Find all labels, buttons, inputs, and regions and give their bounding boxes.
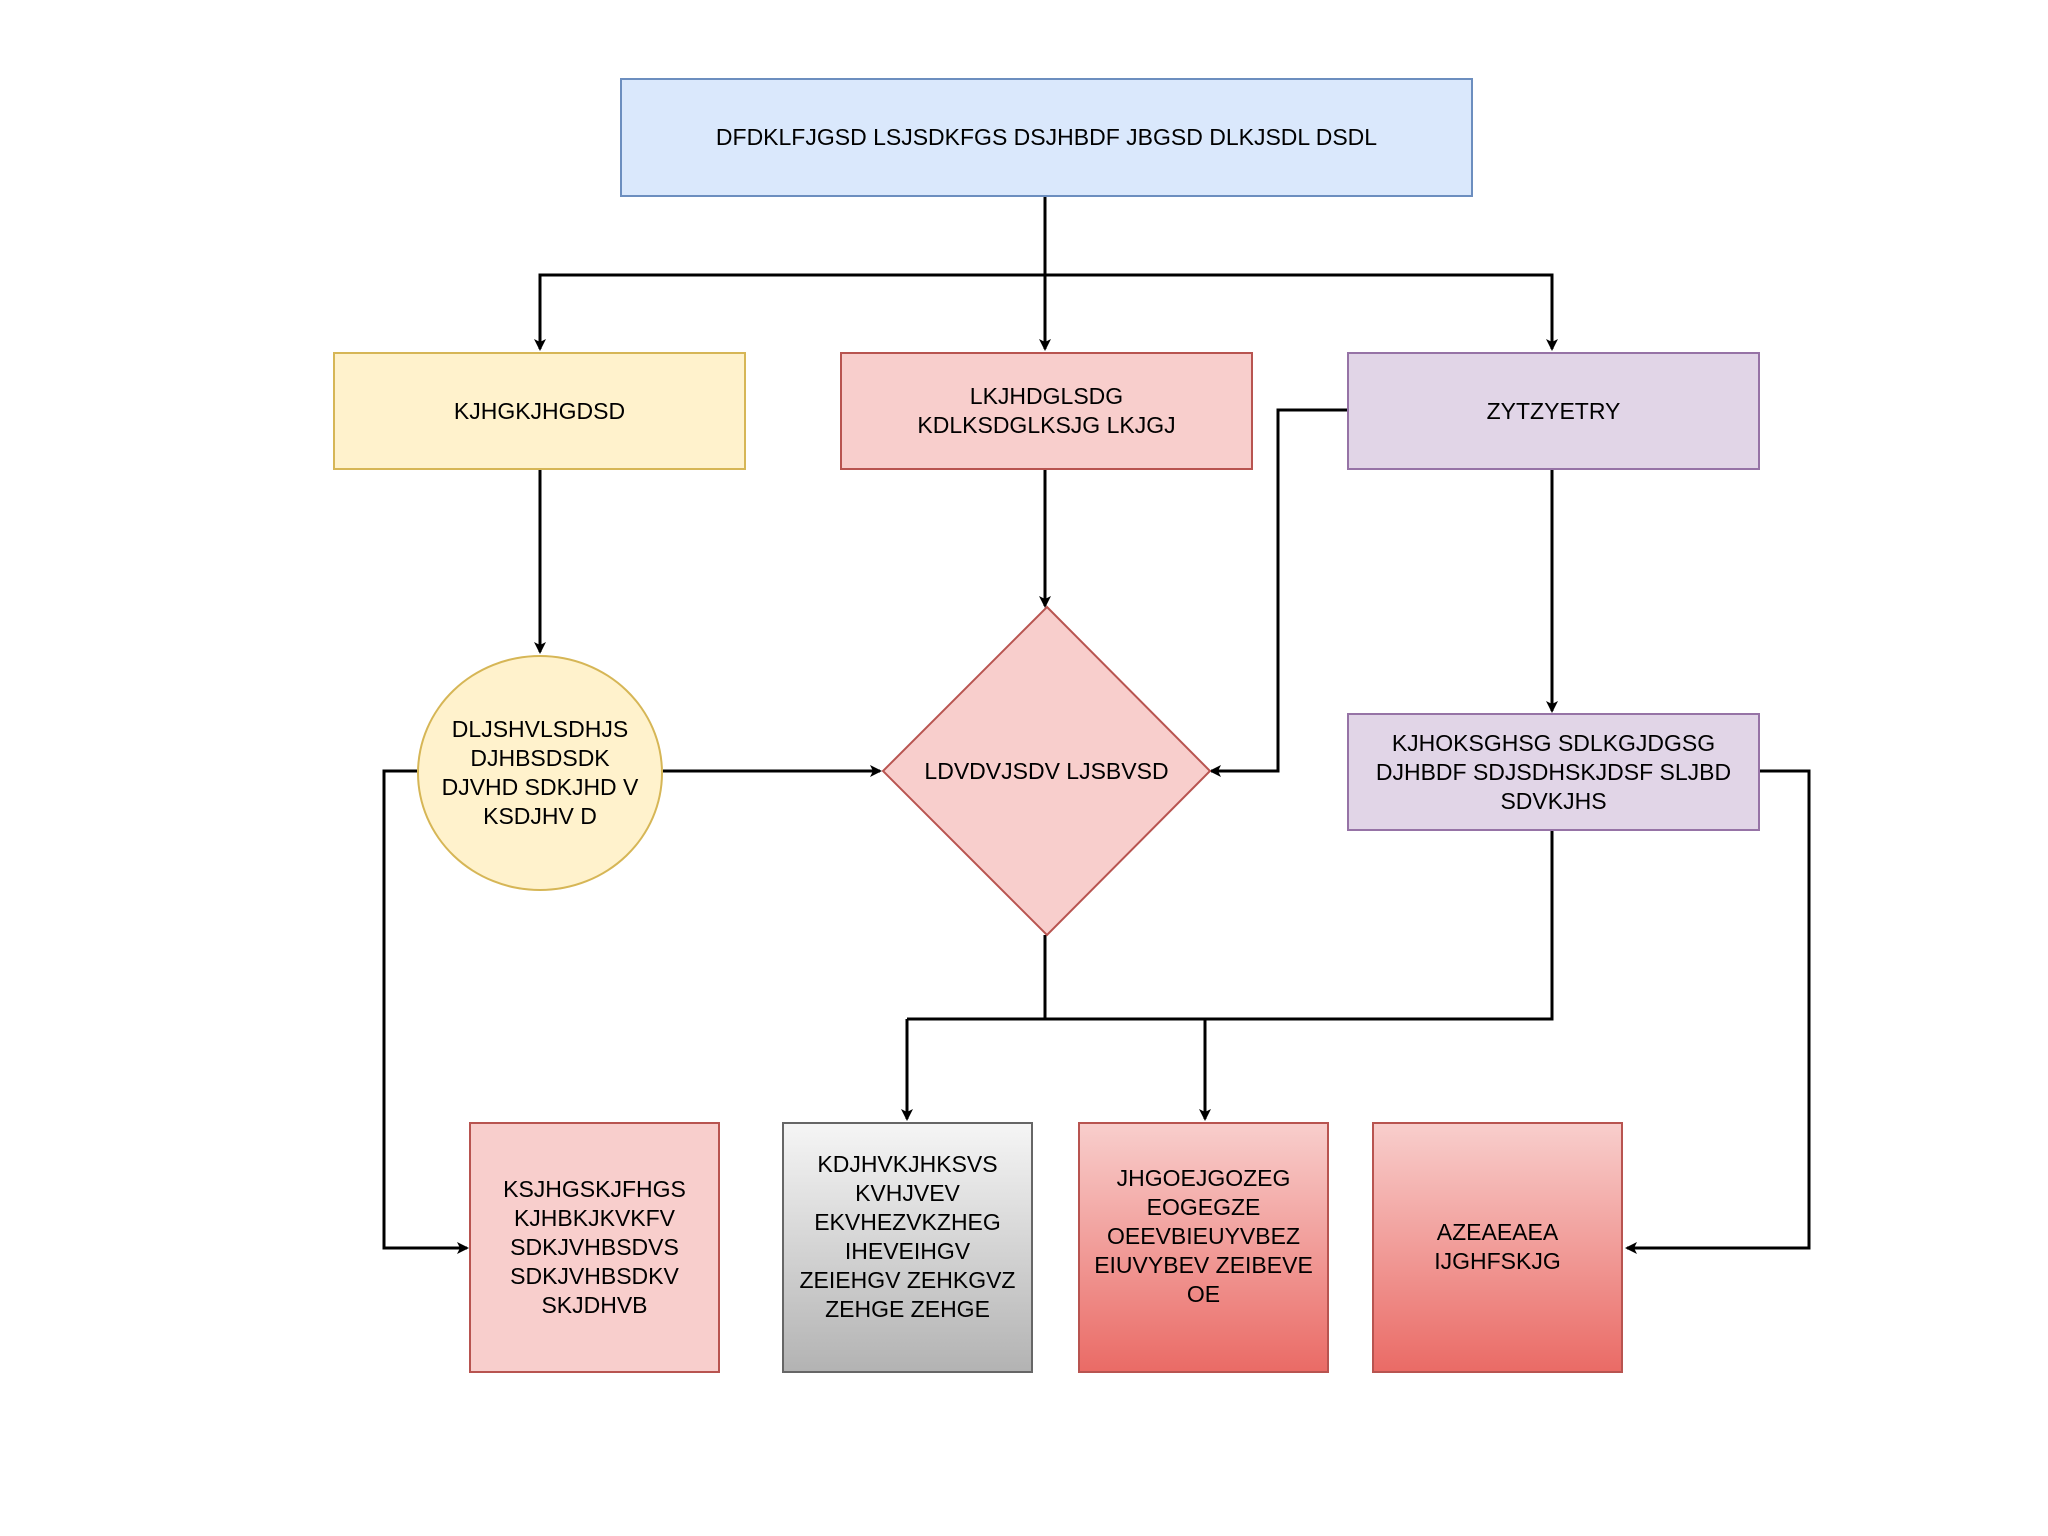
connector-right-to-decision: [1209, 408, 1347, 777]
connector-top-to-right: [1045, 273, 1558, 351]
output-box-2-label: KDJHVKJHKSVS KVHJVEV EKVHEZVKZHEG IHEVEI…: [799, 1151, 1016, 1322]
output-box-1-label: KSJHGSKJFHGS KJHBKJKVKFV SDKJVHBSDVS SDK…: [503, 1176, 686, 1318]
output-box-4-label: AZEAEAEA IJGHFSKJG: [1434, 1219, 1561, 1274]
top-process-box: DFDKLFJGSD LSJSDKFGS DSJHBDF JBGSD DLKJS…: [620, 78, 1473, 197]
left-process-box: KJHGKJHGDSD: [333, 352, 746, 470]
right-detail-box: KJHOKSGHSG SDLKGJDGSG DJHBDF SDJSDHSKJDS…: [1347, 713, 1760, 831]
connector-circle-to-out1: [382, 769, 469, 1254]
connector-top-to-left: [534, 273, 1045, 351]
decision-diamond-shape: [881, 605, 1212, 937]
middle-process-box: LKJHDGLSDG KDLKSDGLKSJG LKJGJ: [840, 352, 1253, 470]
circle-node-label: DLJSHVLSDHJS DJHBSDSDK DJVHD SDKJHD V KS…: [441, 716, 639, 829]
circle-node: DLJSHVLSDHJS DJHBSDSDK DJVHD SDKJHD V KS…: [417, 655, 663, 891]
output-box-1: KSJHGSKJFHGS KJHBKJKVKFV SDKJVHBSDVS SDK…: [469, 1122, 720, 1373]
output-box-2: KDJHVKJHKSVS KVHJVEV EKVHEZVKZHEG IHEVEI…: [782, 1122, 1033, 1373]
right-process-box: ZYTZYETRY: [1347, 352, 1760, 470]
output-box-4: AZEAEAEA IJGHFSKJG: [1372, 1122, 1623, 1373]
left-process-label: KJHGKJHGDSD: [453, 397, 626, 424]
right-detail-label: KJHOKSGHSG SDLKGJDGSG DJHBDF SDJSDHSKJDS…: [1375, 729, 1732, 814]
output-box-3: JHGOEJGOZEG EOGEGZE OEEVBIEUYVBEZ EIUVYB…: [1078, 1122, 1329, 1373]
decision-label: LDVDVJSDV LJSBVSD: [924, 757, 1169, 784]
connector-right2-down: [907, 831, 1554, 1021]
right-process-label: ZYTZYETRY: [1486, 397, 1621, 424]
decision-label-wrap: LDVDVJSDV LJSBVSD: [883, 740, 1210, 802]
output-box-3-label: JHGOEJGOZEG EOGEGZE OEEVBIEUYVBEZ EIUVYB…: [1094, 1165, 1313, 1307]
connector-right2-to-out4: [1625, 769, 1811, 1254]
middle-process-label: LKJHDGLSDG KDLKSDGLKSJG LKJGJ: [917, 383, 1176, 438]
top-process-label: DFDKLFJGSD LSJSDKFGS DSJHBDF JBGSD DLKJS…: [715, 124, 1378, 150]
